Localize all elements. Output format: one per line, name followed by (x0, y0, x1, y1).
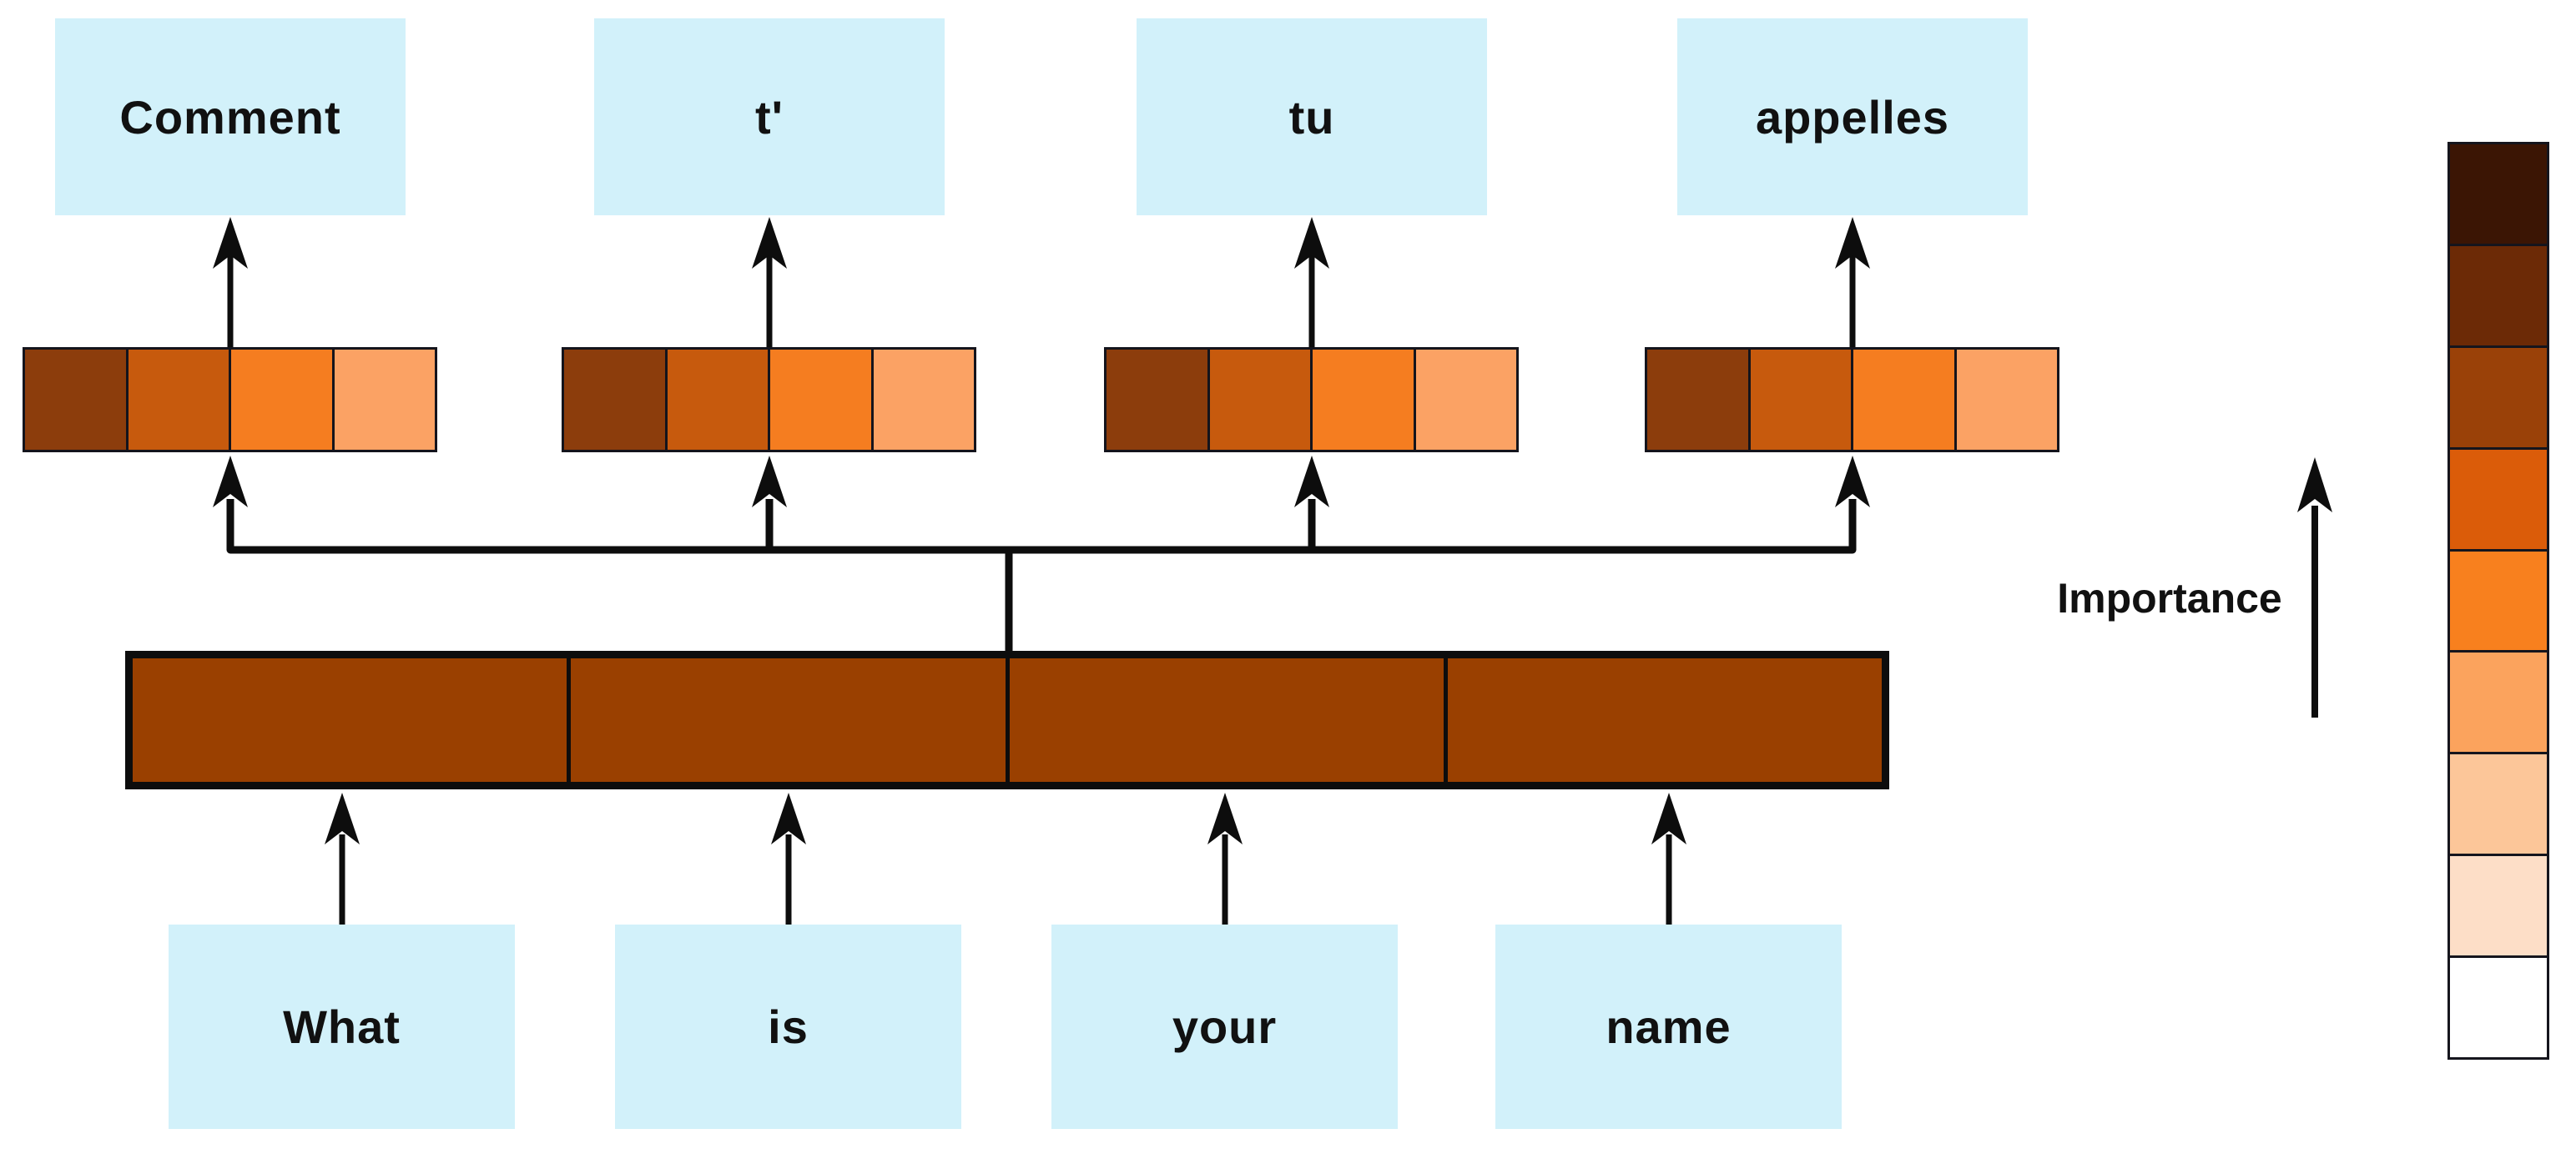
strip-cell (770, 350, 874, 450)
colorbar-segment (2450, 144, 2547, 246)
encoder-cell (1447, 658, 1882, 782)
colorbar-segment (2450, 245, 2547, 348)
encoder-cell (133, 658, 572, 782)
importance-strip-t (562, 347, 976, 452)
strip-cell (1313, 350, 1416, 450)
strip-cell (128, 350, 231, 450)
colorbar-segment (2450, 551, 2547, 653)
importance-label: Importance (2057, 575, 2282, 622)
arrow-strip-to-output (213, 217, 1870, 347)
colorbar-segment (2450, 856, 2547, 959)
colorbar-segment (2450, 958, 2547, 1058)
encoder-cell (1009, 658, 1448, 782)
strip-cell (1956, 350, 2057, 450)
strip-cell (1750, 350, 1853, 450)
importance-colorbar (2447, 142, 2549, 1060)
strip-cell (667, 350, 770, 450)
strip-cell (1107, 350, 1210, 450)
colorbar-segment (2450, 754, 2547, 857)
output-token-box-tu: tu (1137, 18, 1487, 215)
strip-cell (1209, 350, 1313, 450)
strip-cell (231, 350, 335, 450)
input-token-box-name: name (1495, 925, 1842, 1129)
input-token-box-is: is (615, 925, 961, 1129)
strip-cell (564, 350, 668, 450)
strip-cell (1647, 350, 1751, 450)
encoder-cell (571, 658, 1010, 782)
strip-cell (1853, 350, 1957, 450)
encoder-bar (125, 651, 1889, 789)
arrow-branch-to-strip (213, 456, 1870, 507)
input-token-box-your: your (1051, 925, 1398, 1129)
output-token-box-t: t' (594, 18, 945, 215)
strip-cell (25, 350, 129, 450)
output-token-box-comment: Comment (55, 18, 406, 215)
branch-distribution-line (226, 499, 1857, 654)
importance-strip-appelles (1645, 347, 2059, 452)
strip-cell (873, 350, 974, 450)
strip-cell (334, 350, 435, 450)
output-token-box-appelles: appelles (1677, 18, 2028, 215)
strip-cell (1415, 350, 1516, 450)
importance-strip-comment (23, 347, 437, 452)
colorbar-segment (2450, 449, 2547, 552)
input-token-box-what: What (169, 925, 515, 1129)
arrow-input-to-encoder (325, 793, 1686, 925)
colorbar-segment (2450, 653, 2547, 755)
colorbar-segment (2450, 347, 2547, 450)
importance-strip-tu (1104, 347, 1519, 452)
